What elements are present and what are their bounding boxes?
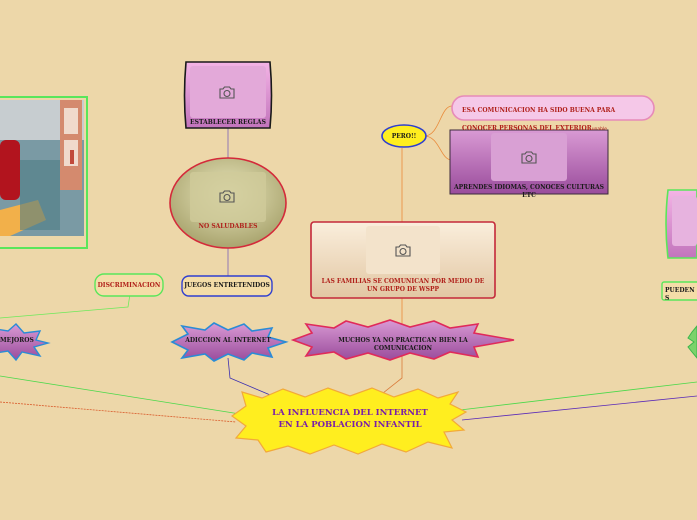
discriminacion-node[interactable] bbox=[94, 273, 164, 297]
camera-icon bbox=[218, 85, 236, 99]
photo-node-left[interactable] bbox=[0, 96, 88, 249]
adiccion-node[interactable] bbox=[170, 322, 289, 362]
no-saludables-node[interactable] bbox=[169, 157, 287, 249]
pueden-node[interactable] bbox=[661, 281, 697, 301]
juegos-entretenidos-node[interactable] bbox=[181, 275, 273, 297]
practican-label: MUCHOS YA NO PRACTICAN BIEN LA COMUNICAC… bbox=[338, 337, 468, 352]
establecer-reglas-label: ESTABLECER REGLAS bbox=[190, 119, 266, 126]
juegos-entretenidos-label: JUEGOS ENTRETENIDOS bbox=[184, 282, 270, 289]
camera-icon bbox=[218, 189, 236, 203]
comunicacion-buena-label: ESA COMUNICACION HA SIDO BUENA PARA CONO… bbox=[462, 107, 616, 132]
discriminacion-label: DISCRIMINACION bbox=[97, 282, 161, 289]
camera-icon bbox=[520, 150, 538, 164]
central-topic-line2: EN LA POBLACION INFANTIL bbox=[278, 420, 422, 430]
mejoros-label: MEJOROS bbox=[0, 337, 34, 344]
familias-node[interactable] bbox=[310, 221, 496, 299]
comunicacion-buena-text: ESA COMUNICACION HA SIDO BUENA PARA CONO… bbox=[462, 99, 648, 135]
establecer-reglas-node[interactable] bbox=[183, 61, 273, 129]
central-topic-starburst[interactable] bbox=[230, 387, 468, 455]
adiccion-label: ADICCION AL INTERNET bbox=[185, 337, 271, 344]
pero-label: PERO!! bbox=[391, 133, 417, 140]
familias-label: LAS FAMILIAS SE COMUNICAN POR MEDIO DE U… bbox=[321, 278, 485, 293]
no-saludables-label: NO SALUDABLES bbox=[198, 223, 258, 230]
practican-node[interactable] bbox=[290, 319, 515, 361]
pero-node[interactable] bbox=[381, 124, 427, 148]
camera-icon bbox=[394, 243, 412, 257]
comunicacion-buena-node[interactable] bbox=[451, 95, 655, 121]
aprendes-label: APRENDES IDIOMAS, CONOCES CULTURAS ETC bbox=[454, 184, 604, 199]
pueden-label: PUEDEN S bbox=[665, 287, 695, 302]
comunicacion-buena-tag: unable bbox=[591, 127, 608, 132]
right-partial-star[interactable] bbox=[687, 325, 697, 359]
central-topic-line1: LA INFLUENCIA DEL INTERNET bbox=[272, 408, 428, 418]
right-partial-node[interactable] bbox=[665, 189, 697, 259]
mejoros-node[interactable] bbox=[0, 323, 51, 362]
